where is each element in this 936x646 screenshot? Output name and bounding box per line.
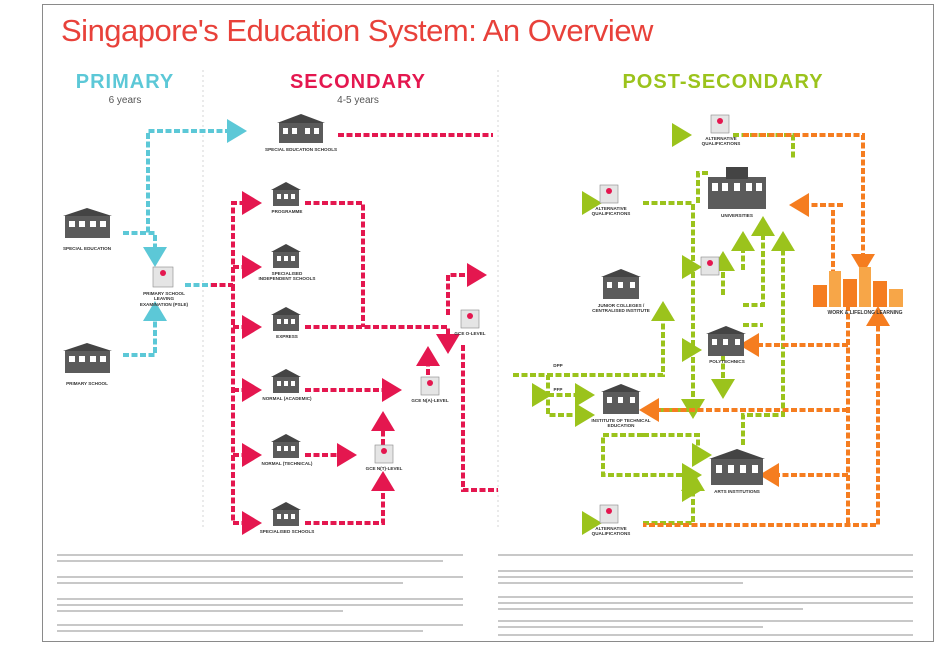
building-icon-junior-colleges xyxy=(601,269,641,299)
flow-diagram xyxy=(57,70,913,636)
building-icon-special-education xyxy=(63,208,112,238)
label-specialised-schools: SPECIALISED SCHOOLS xyxy=(259,529,315,534)
label-ite: INSTITUTE OF TECHNICAL EDUCATION xyxy=(591,418,651,429)
label-work-learning: WORK & LIFELONG LEARNING xyxy=(827,310,903,316)
certificate-icon-psle xyxy=(152,266,174,288)
page-title: Singapore's Education System: An Overvie… xyxy=(61,13,653,48)
label-olevel: GCE O-LEVEL xyxy=(454,331,486,336)
label-normal-technical: NORMAL (TECHNICAL) xyxy=(261,461,313,466)
label-polytechnics: POLYTECHNICS xyxy=(709,359,745,364)
label-specialised-independent: SPECIALISED INDEPENDENT SCHOOLS xyxy=(258,271,316,282)
column-header-primary: PRIMARY xyxy=(75,71,175,93)
transition-flows xyxy=(305,123,702,535)
label-universities: UNIVERSITIES xyxy=(721,213,753,218)
certificate-icons xyxy=(152,114,730,524)
diagram-frame: Singapore's Education System: An Overvie… xyxy=(42,4,934,642)
column-header-secondary: SECONDARY xyxy=(289,71,427,93)
label-primary-school: PRIMARY SCHOOL xyxy=(66,381,108,386)
column-header-post-secondary: POST-SECONDARY xyxy=(622,71,824,93)
building-icon-primary-school xyxy=(63,343,112,373)
label-alt-quals-top: ALTERNATIVE QUALIFICATIONS xyxy=(701,136,741,147)
label-special-ed-schools: SPECIAL EDUCATION SCHOOLS xyxy=(265,147,338,152)
label-integrated: PROGRAMME xyxy=(271,209,303,214)
building-icon-arts-institutions xyxy=(709,449,765,485)
building-icon-ite xyxy=(601,384,641,414)
label-ppp: PFP xyxy=(553,387,563,392)
label-express: EXPRESS xyxy=(276,334,298,339)
label-normal-academic: NORMAL (ACADEMIC) xyxy=(262,396,312,401)
label-dpp: DPP xyxy=(553,363,563,368)
building-icon-specialised-schools xyxy=(271,502,301,526)
primary-flows xyxy=(123,119,247,357)
building-icon-normal-academic xyxy=(271,369,301,393)
label-psle: PRIMARY SCHOOL LEAVING EXAMINATION (PSLE… xyxy=(139,291,189,307)
label-alt-quals-mid: ALTERNATIVE QUALIFICATIONS xyxy=(591,206,631,217)
label-ntlevel: GCE N(T)-LEVEL xyxy=(365,466,403,471)
building-icon-normal-technical xyxy=(271,434,301,458)
building-icon-universities xyxy=(708,167,766,209)
label-junior-colleges: JUNIOR COLLEGES / CENTRALISED INSTITUTE xyxy=(592,303,650,314)
label-alt-quals-bottom: ALTERNATIVE QUALIFICATIONS xyxy=(591,526,631,537)
building-icon-integrated xyxy=(271,182,301,206)
building-icon-specialised-independent xyxy=(271,244,301,268)
building-icon-express xyxy=(271,307,301,331)
label-arts-institutions: ARTS INSTITUTIONS xyxy=(714,489,760,494)
label-nlevel: GCE N(A)-LEVEL xyxy=(411,398,449,403)
building-icon-polytechnics xyxy=(706,326,746,356)
city-icon-work xyxy=(813,267,903,307)
secondary-flows xyxy=(211,133,498,535)
certificate-seals xyxy=(160,118,723,514)
column-sub-secondary: 4-5 years xyxy=(337,95,379,106)
building-icon-special-ed-schools xyxy=(277,114,325,143)
footnote-lines xyxy=(57,554,913,636)
label-special-education: SPECIAL EDUCATION xyxy=(62,246,112,251)
column-sub-primary: 6 years xyxy=(108,95,142,106)
